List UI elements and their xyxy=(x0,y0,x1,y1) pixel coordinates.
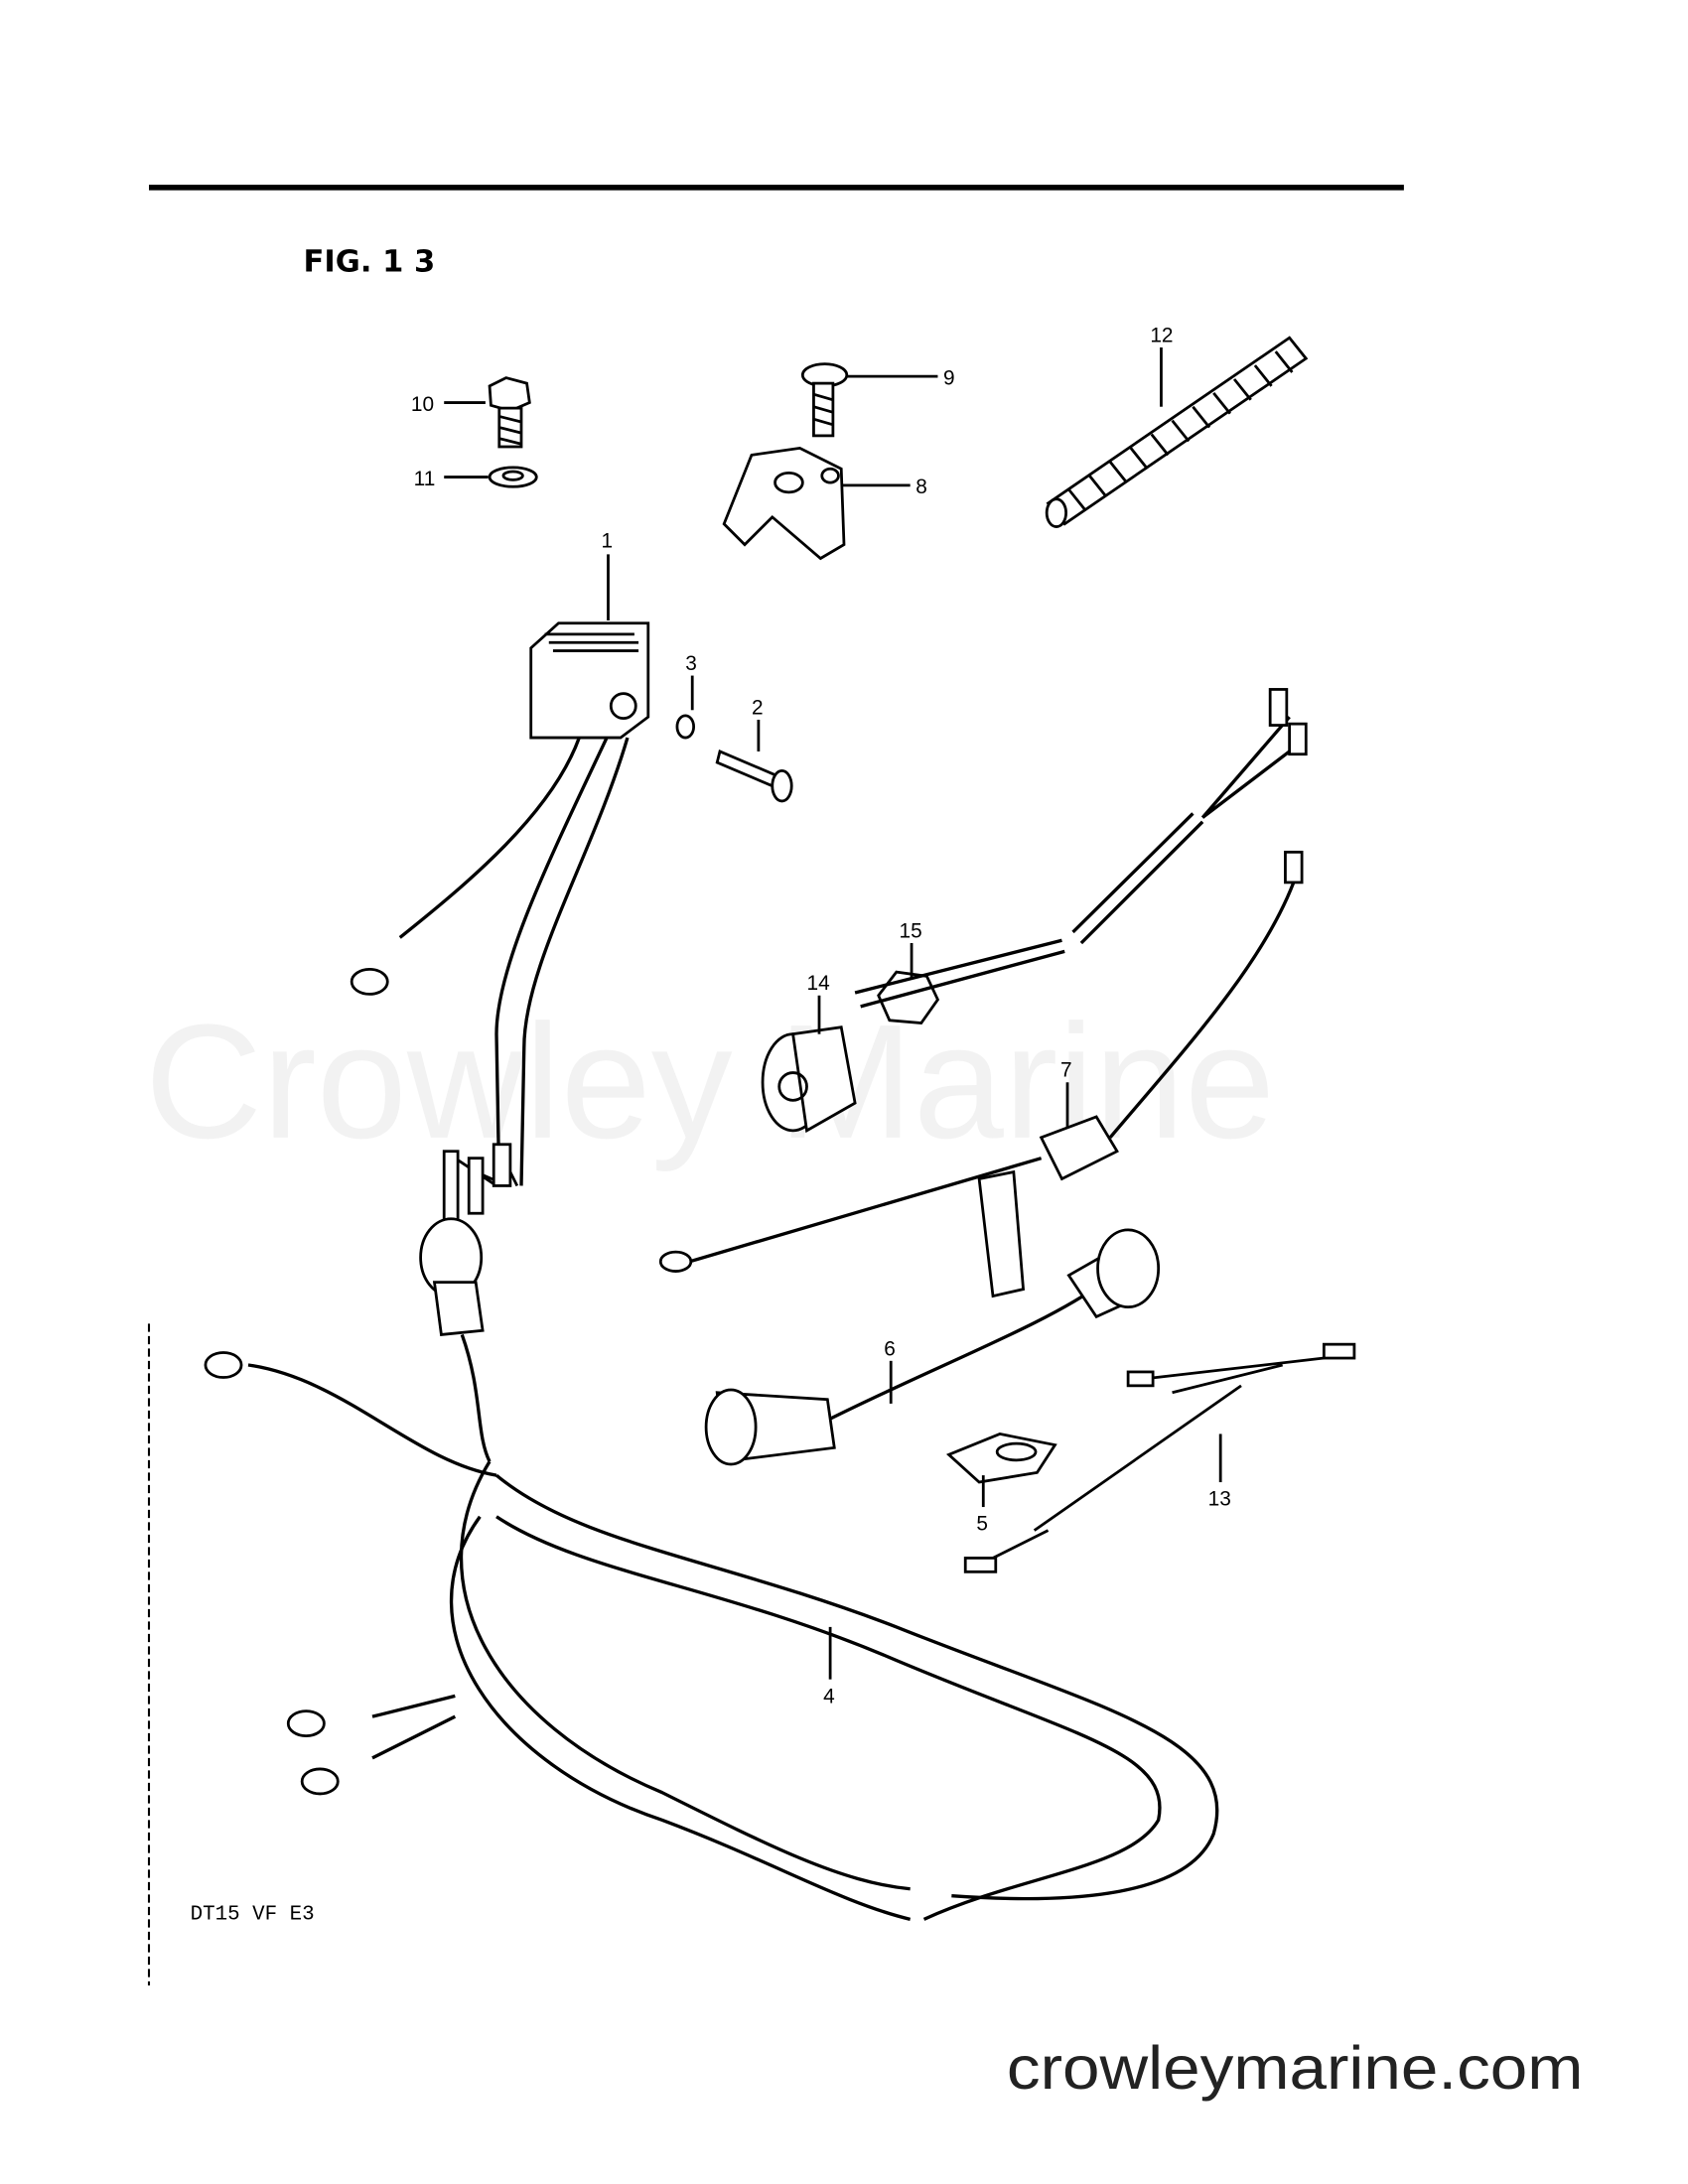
connector-part-7[interactable] xyxy=(658,850,1304,1298)
model-code: DT15 VF E3 xyxy=(191,1903,315,1926)
screw-part-2[interactable] xyxy=(715,750,793,803)
callout-7: 7 xyxy=(1060,1059,1072,1082)
callout-10: 10 xyxy=(411,393,434,416)
rectifier-part-1[interactable] xyxy=(350,621,650,1222)
callout-1: 1 xyxy=(602,529,614,552)
screw-part-9[interactable] xyxy=(800,362,849,438)
callout-9: 9 xyxy=(943,367,955,390)
washer-part-3[interactable] xyxy=(675,714,695,740)
callout-8: 8 xyxy=(915,476,927,498)
site-url: crowleymarine.com xyxy=(1007,2034,1584,2102)
callout-14: 14 xyxy=(807,972,830,995)
nut-part-15[interactable] xyxy=(877,970,940,1025)
callouts: 1 2 3 4 5 6 7 8 9 10 11 12 13 14 15 xyxy=(411,324,1231,1707)
switch-knob-part-14[interactable] xyxy=(761,688,1308,1134)
callout-15: 15 xyxy=(900,919,922,942)
callout-4: 4 xyxy=(823,1685,835,1707)
washer-part-11[interactable] xyxy=(488,466,538,488)
clamp-part-8[interactable] xyxy=(722,446,846,561)
lead-wire-part-13[interactable] xyxy=(963,1342,1356,1573)
plug-cap-part-6[interactable] xyxy=(704,1228,1161,1466)
callout-12: 12 xyxy=(1150,324,1173,346)
callout-2: 2 xyxy=(752,696,764,719)
callout-6: 6 xyxy=(884,1337,896,1360)
top-rule xyxy=(149,185,1404,191)
callout-3: 3 xyxy=(685,652,697,675)
figure-title: FIG. 1 3 xyxy=(304,245,436,280)
grommet-part-5[interactable] xyxy=(945,1433,1057,1484)
callout-13: 13 xyxy=(1208,1488,1231,1511)
callout-11: 11 xyxy=(414,468,436,490)
callout-5: 5 xyxy=(976,1513,988,1536)
harness-part-4[interactable] xyxy=(204,1217,1219,1921)
washer-hole xyxy=(501,470,524,481)
corrugated-tube-part-12[interactable] xyxy=(1045,336,1309,528)
bolt-part-10[interactable] xyxy=(488,376,531,449)
